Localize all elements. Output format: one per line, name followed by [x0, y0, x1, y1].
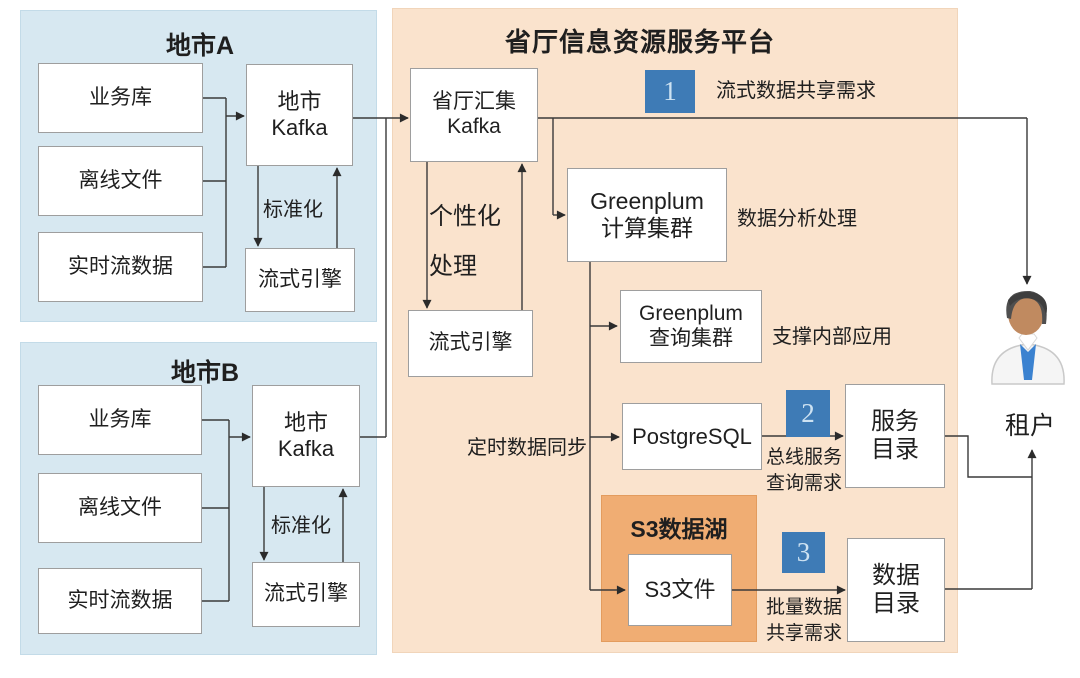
- city-b-realtime-stream: 实时流数据: [38, 568, 202, 634]
- hub-kafka: 省厅汇集 Kafka: [410, 68, 538, 162]
- city-a-offline-files: 离线文件: [38, 146, 203, 216]
- badge-3-label: 批量数据 共享需求: [766, 597, 843, 644]
- internal-app-label: 支撑内部应用: [772, 326, 892, 348]
- platform-stream-engine: 流式引擎: [408, 310, 533, 377]
- service-catalog-box: 服务 目录: [845, 384, 945, 488]
- person-icon: [991, 290, 1065, 385]
- s3-file-box: S3文件: [628, 554, 732, 626]
- badge-1-label: 流式数据共享需求: [716, 80, 876, 102]
- tenant-label: 租户: [1004, 412, 1055, 440]
- greenplum-query-cluster: Greenplum 查询集群: [620, 290, 762, 363]
- city-b-title: 地市B: [170, 359, 240, 387]
- greenplum-compute-cluster: Greenplum 计算集群: [567, 168, 727, 262]
- badge-3: 3: [782, 532, 825, 573]
- badge-2: 2: [786, 390, 830, 437]
- city-a-business-db: 业务库: [38, 63, 203, 133]
- city-a-standardize-label: 标准化: [263, 199, 323, 221]
- city-b-kafka: 地市 Kafka: [252, 385, 360, 487]
- data-catalog-box: 数据 目录: [847, 538, 945, 642]
- analysis-label: 数据分析处理: [737, 208, 857, 230]
- city-b-business-db: 业务库: [38, 385, 202, 455]
- city-b-offline-files: 离线文件: [38, 473, 202, 543]
- personalized-processing-label: 个性化 处理: [429, 203, 501, 281]
- city-a-stream-engine: 流式引擎: [245, 248, 355, 312]
- scheduled-sync-label: 定时数据同步: [467, 437, 587, 459]
- postgresql-box: PostgreSQL: [622, 403, 762, 470]
- city-b-stream-engine: 流式引擎: [252, 562, 360, 627]
- badge-2-label: 总线服务 查询需求: [766, 447, 843, 494]
- s3-lake-title: S3数据湖: [630, 516, 728, 542]
- city-a-kafka: 地市 Kafka: [246, 64, 353, 166]
- city-b-standardize-label: 标准化: [271, 515, 331, 537]
- city-a-title: 地市A: [165, 32, 235, 60]
- badge-1: 1: [645, 70, 695, 113]
- platform-title: 省厅信息资源服务平台: [504, 27, 775, 57]
- city-a-realtime-stream: 实时流数据: [38, 232, 203, 302]
